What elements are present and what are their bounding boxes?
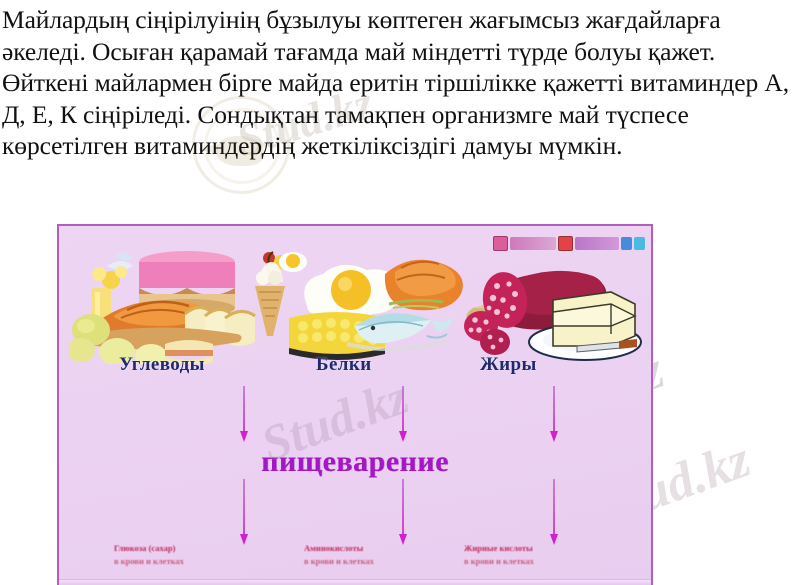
arrow-digestion-to-fatty-acids bbox=[550, 479, 559, 545]
logo-wordmark-left bbox=[510, 237, 556, 250]
result-amino-line1: Аминокислоты bbox=[304, 543, 364, 553]
logo-wordmark-right bbox=[575, 237, 619, 250]
arrow-fats-to-digestion bbox=[550, 386, 559, 442]
logo-chip-icon bbox=[493, 236, 508, 251]
digestion-process-label: пищеварение bbox=[261, 445, 449, 478]
paragraph-text: Майлардың сіңірілуінің бұзылуы көптеген … bbox=[2, 5, 789, 160]
arrow-digestion-to-amino-acids bbox=[399, 479, 408, 545]
logo-chip-cyan-icon bbox=[634, 237, 645, 250]
result-label-glucose: Глюкоза (сахар) в крови и клетках bbox=[114, 542, 184, 567]
diagram-bottom-strip bbox=[59, 579, 651, 585]
result-fatty-line2: в крови и клетках bbox=[464, 555, 534, 566]
lesson-paragraph: Майлардың сіңірілуінің бұзылуы көптеген … bbox=[0, 0, 800, 162]
logo-chip-blue-icon bbox=[621, 237, 632, 250]
group-label-carbohydrates: Углеводы bbox=[119, 354, 205, 375]
ice-cream-svg bbox=[255, 251, 288, 336]
result-label-amino-acids: Аминокислоты в крови и клетках bbox=[304, 542, 374, 567]
result-glucose-line1: Глюкоза (сахар) bbox=[114, 543, 176, 553]
food-group-carbohydrates-illustration bbox=[67, 244, 269, 368]
nutrition-digestion-diagram: Углеводы Белки Жиры пищеварение bbox=[57, 224, 653, 585]
result-amino-line2: в крови и клетках bbox=[304, 555, 374, 566]
arrow-proteins-to-digestion bbox=[399, 386, 408, 442]
result-label-fatty-acids: Жирные кислоты в крови и клетках bbox=[464, 542, 534, 567]
group-label-fats: Жиры bbox=[480, 354, 537, 375]
food-group-fats-illustration bbox=[459, 250, 649, 366]
group-label-proteins: Белки bbox=[316, 354, 372, 375]
carbohydrates-foods-svg bbox=[67, 251, 256, 368]
arrow-carbohydrates-to-digestion bbox=[240, 386, 249, 442]
diagram-source-logo-banner bbox=[493, 236, 645, 251]
result-glucose-line2: в крови и клетках bbox=[114, 555, 184, 566]
arrow-digestion-to-glucose bbox=[240, 479, 249, 545]
ice-cream-cone-illustration bbox=[247, 248, 295, 348]
logo-chip-red-icon bbox=[558, 236, 573, 251]
food-group-proteins-illustration bbox=[277, 248, 467, 366]
result-fatty-line1: Жирные кислоты bbox=[464, 543, 533, 553]
proteins-foods-svg bbox=[279, 252, 463, 360]
fats-foods-svg bbox=[464, 270, 642, 361]
